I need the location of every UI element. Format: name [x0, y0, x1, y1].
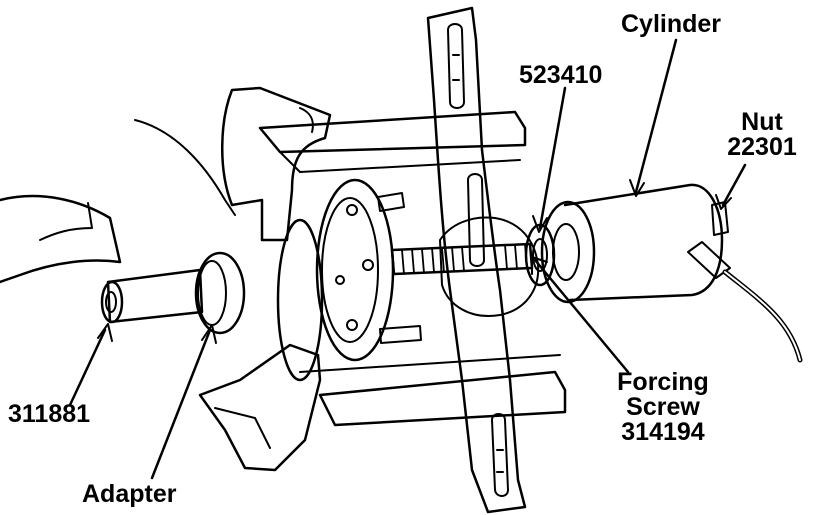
stud-bottom	[379, 325, 422, 344]
arrow-nut	[715, 194, 732, 210]
leader-523410	[538, 86, 567, 230]
cross-plate	[439, 216, 540, 317]
knuckle-lower	[198, 343, 322, 472]
slot-bottom	[491, 413, 509, 497]
leader-lines	[68, 38, 747, 480]
hydraulic-hose-inner	[724, 271, 801, 361]
label-523410: 523410	[519, 61, 603, 89]
extension-body	[106, 268, 204, 324]
leader-311881	[68, 328, 107, 407]
lug-hole	[346, 319, 358, 331]
label-nut: Nut 22301	[722, 110, 802, 160]
arm-detail	[39, 202, 93, 241]
leader-forcing	[533, 258, 630, 374]
arm-outline	[0, 194, 122, 284]
label-forcing-line2: Screw	[626, 393, 700, 421]
lower-bracket-edge	[299, 354, 561, 373]
arrow-adapter	[201, 324, 217, 344]
slotted-bar	[426, 6, 527, 514]
adapter-collar	[194, 251, 246, 335]
cylinder-face	[540, 200, 596, 304]
rotor-outer	[276, 218, 324, 382]
hose-coupler	[687, 241, 731, 279]
cylinder-face-inner	[552, 223, 580, 281]
leader-adapter	[150, 328, 212, 480]
leader-nut	[721, 163, 747, 207]
label-forcing-line1: Forcing	[617, 368, 709, 396]
arrow-forcing	[531, 256, 548, 275]
label-cylinder: Cylinder	[621, 10, 722, 38]
lug-hole	[335, 275, 345, 285]
knuckle-lower-detail	[214, 407, 271, 449]
slot-top	[447, 23, 465, 109]
leader-cylinder	[634, 38, 678, 194]
label-forcing-screw: Forcing Screw 314194	[604, 370, 722, 445]
arrow-311881	[97, 323, 113, 342]
extension-end	[100, 280, 124, 324]
cylinder-body	[563, 183, 724, 302]
slot-middle	[467, 173, 485, 267]
hydraulic-hose	[722, 269, 803, 363]
cylinder-nut	[711, 201, 729, 236]
lower-bracket	[318, 370, 567, 427]
arrow-523410	[532, 215, 548, 233]
upper-bracket	[258, 110, 527, 154]
hub-flange-inner	[321, 197, 379, 343]
label-311881: 311881	[8, 400, 91, 428]
extension-end-inner	[105, 291, 117, 313]
label-nut-line2: 22301	[727, 133, 797, 161]
upper-bracket-edge	[279, 151, 521, 173]
upper-body-outline	[134, 119, 236, 216]
stud-top	[377, 192, 405, 212]
screw-threads	[401, 243, 528, 275]
lug-hole	[362, 259, 374, 271]
label-forcing-line3: 314194	[621, 418, 705, 446]
washer-inner	[532, 238, 548, 272]
knuckle-body	[221, 86, 332, 242]
upper-bracket-left	[299, 107, 314, 133]
label-nut-line1: Nut	[741, 108, 783, 136]
label-adapter: Adapter	[82, 480, 177, 508]
arrow-cylinder	[629, 179, 645, 197]
lug-hole	[346, 204, 358, 216]
